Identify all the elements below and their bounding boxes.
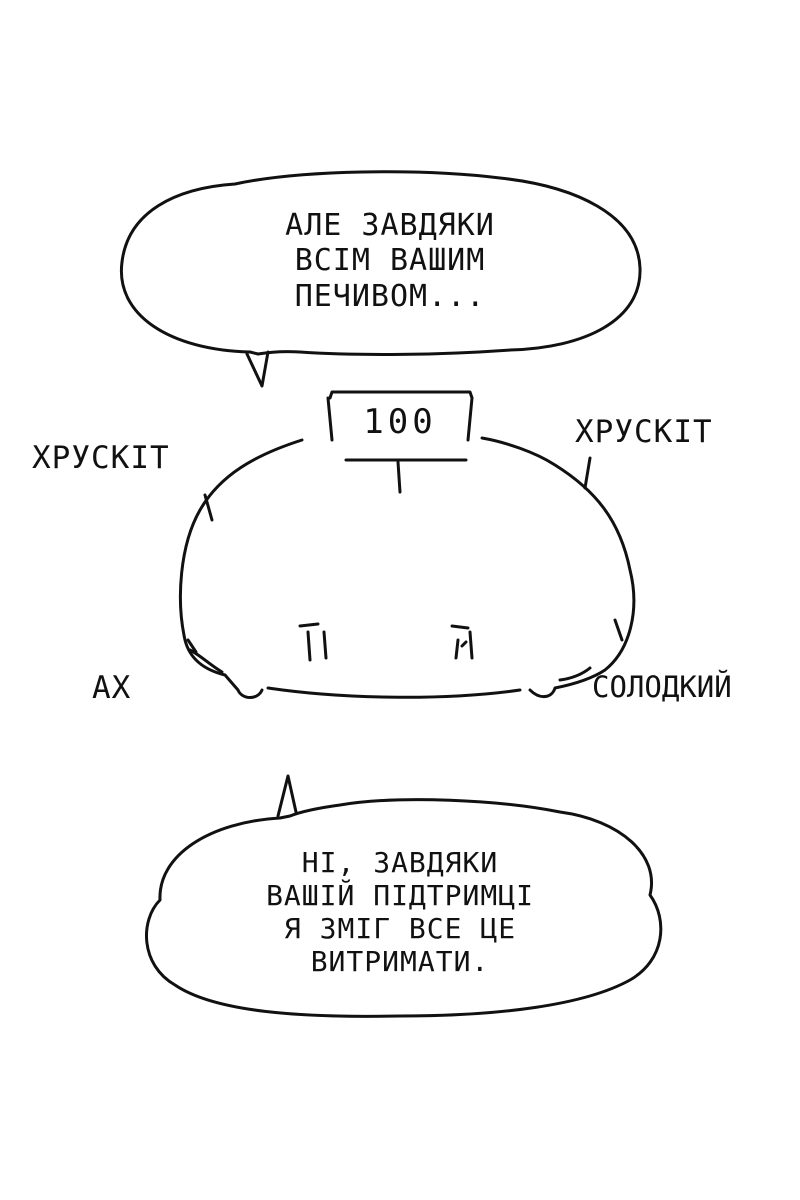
sfx-sweet: СОЛОДКИЙ (592, 670, 732, 704)
bottom-bubble-tail (276, 774, 298, 818)
bottom-bubble-text: Ні, завдяки вашій підтримці я зміг все ц… (200, 846, 600, 978)
bottom-bubble-line: я зміг все це (283, 912, 517, 946)
top-bubble-text: Але завдяки всім вашим печивом... (200, 208, 580, 314)
sfx-ah: АХ (92, 670, 132, 706)
left-eye (298, 622, 328, 662)
round-character (178, 436, 636, 699)
top-speech-bubble (119, 170, 642, 388)
bottom-speech-bubble (145, 774, 663, 1018)
sfx-crunch-left: ХРУСКІТ (32, 440, 170, 476)
bottom-bubble-line: витримати. (310, 945, 490, 979)
bottom-bubble-line: Ні, завдяки (301, 846, 499, 879)
bottom-bubble-line: вашій підтримці (266, 879, 534, 913)
sign-number: 100 (363, 402, 437, 442)
top-bubble-line: печивом... (294, 278, 486, 314)
impact-marks (186, 456, 624, 654)
sfx-crunch-right: ХРУСКІТ (575, 414, 713, 450)
right-eye (450, 624, 474, 660)
top-bubble-line: всім вашим (294, 243, 486, 279)
top-bubble-tail (245, 350, 270, 388)
sign (326, 390, 474, 494)
top-bubble-line: Але завдяки (285, 208, 495, 243)
